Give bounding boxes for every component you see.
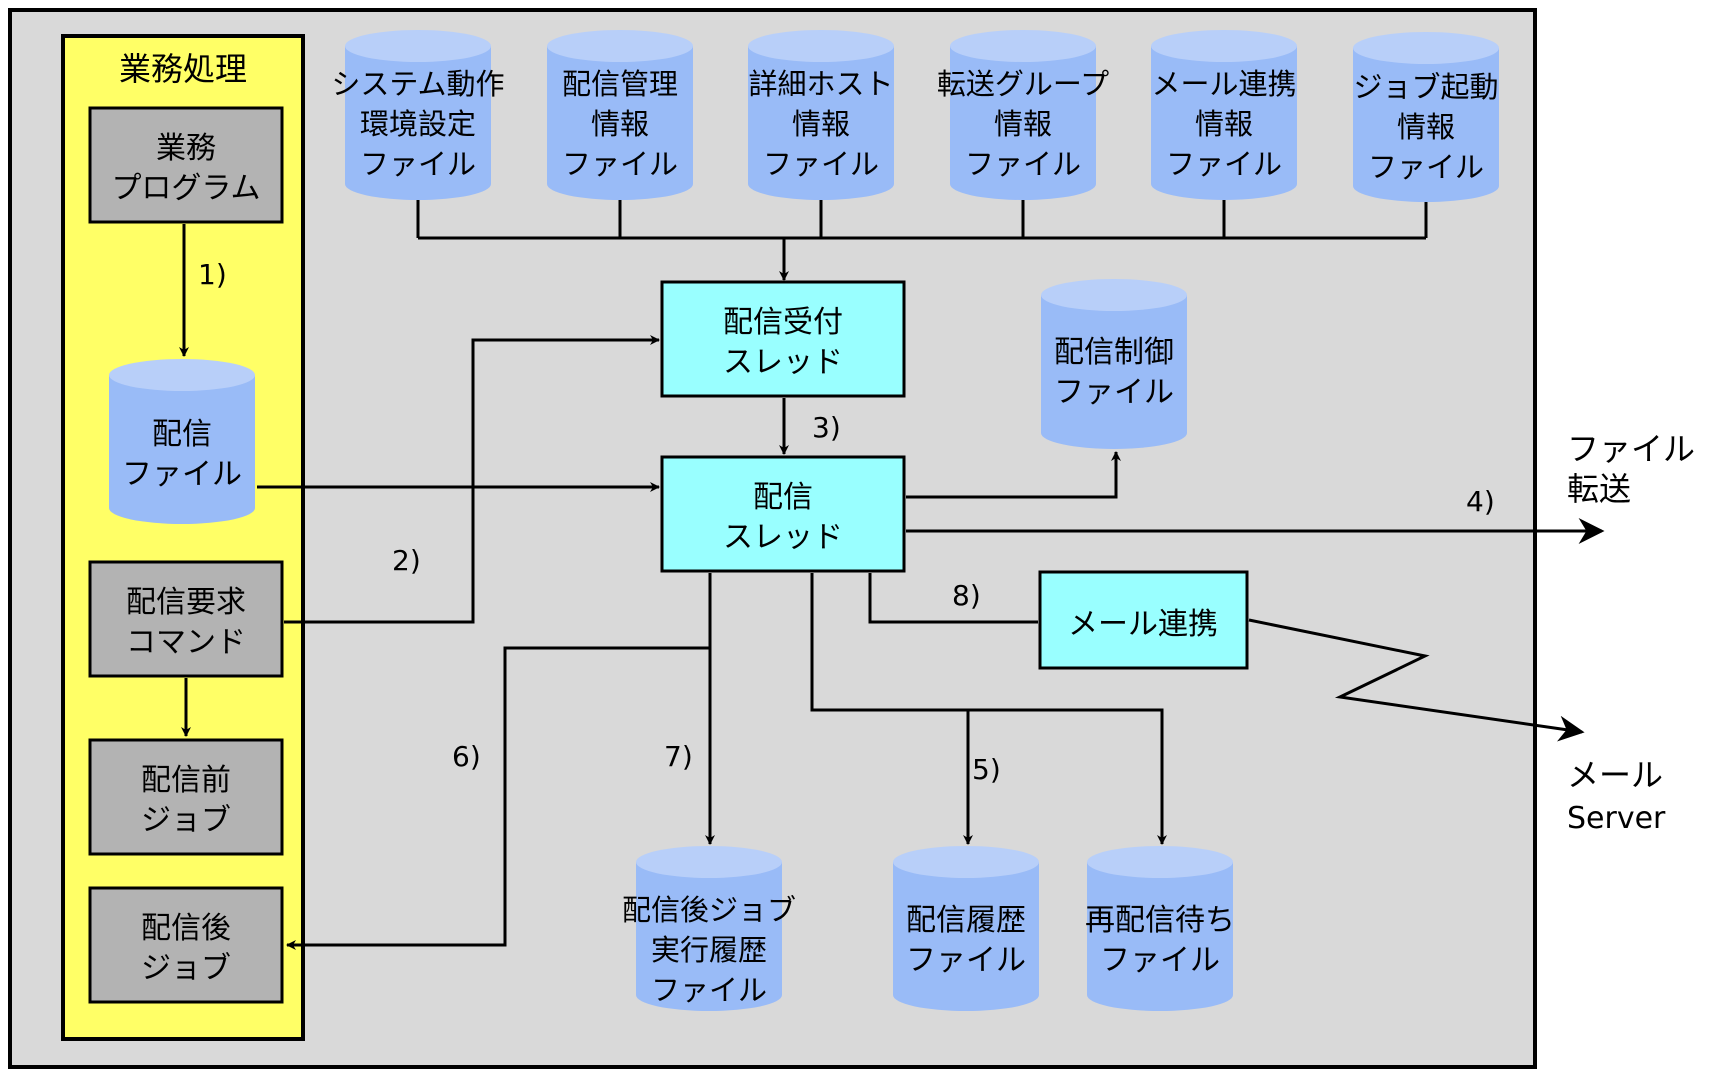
history-file-cylinder: 配信履歴 ファイル [893,846,1039,1011]
connectors [179,224,1605,950]
delivery-file-cylinder: 配信 ファイル [109,359,255,524]
svg-text:ファイル: ファイル [965,147,1081,181]
svg-text:再配信待ち: 再配信待ち [1085,903,1235,938]
svg-text:配信制御: 配信制御 [1054,335,1174,370]
post-job-box: 配信後 ジョブ [88,886,284,1004]
svg-text:ファイル: ファイル [1368,150,1484,184]
svg-text:プログラム: プログラム [111,171,260,206]
step-label-3: 3) [812,411,841,444]
step-label-5: 5) [972,753,1001,786]
control-file-cylinder: 配信制御 ファイル [1041,279,1187,449]
step-label-4: 4) [1466,485,1495,518]
svg-text:配信: 配信 [753,480,813,515]
mail-link-box: メール連携 [1038,570,1249,670]
svg-text:配信受付: 配信受付 [723,305,843,340]
svg-text:環境設定: 環境設定 [360,107,476,141]
svg-text:配信管理: 配信管理 [562,67,678,101]
top-file-cylinder-4: 転送グループ 情報 ファイル [937,30,1109,200]
svg-text:配信前: 配信前 [141,763,231,798]
svg-text:情報: 情報 [591,107,649,141]
svg-text:スレッド: スレッド [723,520,843,555]
svg-text:情報: 情報 [1195,107,1253,141]
post-job-history-cylinder: 配信後ジョブ 実行履歴 ファイル [622,846,796,1011]
business-program-box: 業務 プログラム [88,106,284,224]
step-label-8: 8) [952,579,981,612]
svg-text:ファイル: ファイル [360,147,476,181]
svg-text:業務: 業務 [156,131,216,166]
svg-text:配信要求: 配信要求 [126,585,246,620]
svg-text:ファイル: ファイル [122,457,242,492]
svg-text:メール連携: メール連携 [1068,607,1218,642]
svg-text:ファイル: ファイル [1054,375,1174,410]
svg-text:ジョブ: ジョブ [141,803,231,838]
svg-text:Server: Server [1567,801,1666,836]
step-label-7: 7) [664,740,693,773]
svg-text:ファイル: ファイル [906,943,1026,978]
top-file-cylinder-1: システム動作 環境設定 ファイル [331,30,505,200]
mail-server-label: メール Server [1567,756,1666,836]
step-label-6: 6) [452,740,481,773]
svg-text:ファイル: ファイル [763,147,879,181]
delivery-thread-box: 配信 スレッド [660,455,906,573]
svg-text:配信後: 配信後 [141,911,231,946]
svg-text:ファイル: ファイル [1567,430,1695,468]
pre-job-box: 配信前 ジョブ [88,738,284,856]
top-files-bus [416,200,1428,281]
svg-text:ファイル: ファイル [1100,943,1220,978]
svg-text:コマンド: コマンド [126,625,246,660]
step-label-2: 2) [392,544,421,577]
svg-text:メール連携: メール連携 [1151,67,1296,101]
svg-text:ジョブ: ジョブ [141,951,231,986]
step-label-1: 1) [198,258,227,291]
svg-text:実行履歴: 実行履歴 [651,933,767,967]
svg-text:ジョブ起動: ジョブ起動 [1353,70,1498,104]
top-file-cylinder-6: ジョブ起動 情報 ファイル [1353,32,1499,202]
svg-text:ファイル: ファイル [562,147,678,181]
svg-text:転送グループ: 転送グループ [937,67,1109,101]
top-file-cylinder-2: 配信管理 情報 ファイル [547,30,693,200]
redelivery-file-cylinder: 再配信待ち ファイル [1085,846,1235,1011]
svg-text:ファイル: ファイル [651,973,767,1007]
top-file-cylinder-5: メール連携 情報 ファイル [1151,30,1297,200]
svg-text:システム動作: システム動作 [331,67,504,101]
svg-text:転送: 転送 [1567,470,1631,508]
svg-text:情報: 情報 [1397,110,1455,144]
svg-text:配信後ジョブ: 配信後ジョブ [622,893,796,927]
request-command-box: 配信要求 コマンド [88,560,284,678]
svg-text:配信: 配信 [152,417,212,452]
svg-text:情報: 情報 [792,107,850,141]
svg-text:メール: メール [1567,756,1663,794]
file-transfer-label: ファイル 転送 [1567,430,1695,508]
top-file-cylinder-3: 詳細ホスト 情報 ファイル [748,30,894,200]
svg-text:詳細ホスト: 詳細ホスト [748,67,893,101]
svg-text:配信履歴: 配信履歴 [906,903,1026,938]
svg-text:スレッド: スレッド [723,345,843,380]
business-title: 業務処理 [119,50,247,88]
reception-thread-box: 配信受付 スレッド [660,280,906,398]
svg-text:ファイル: ファイル [1166,147,1282,181]
svg-text:情報: 情報 [994,107,1052,141]
